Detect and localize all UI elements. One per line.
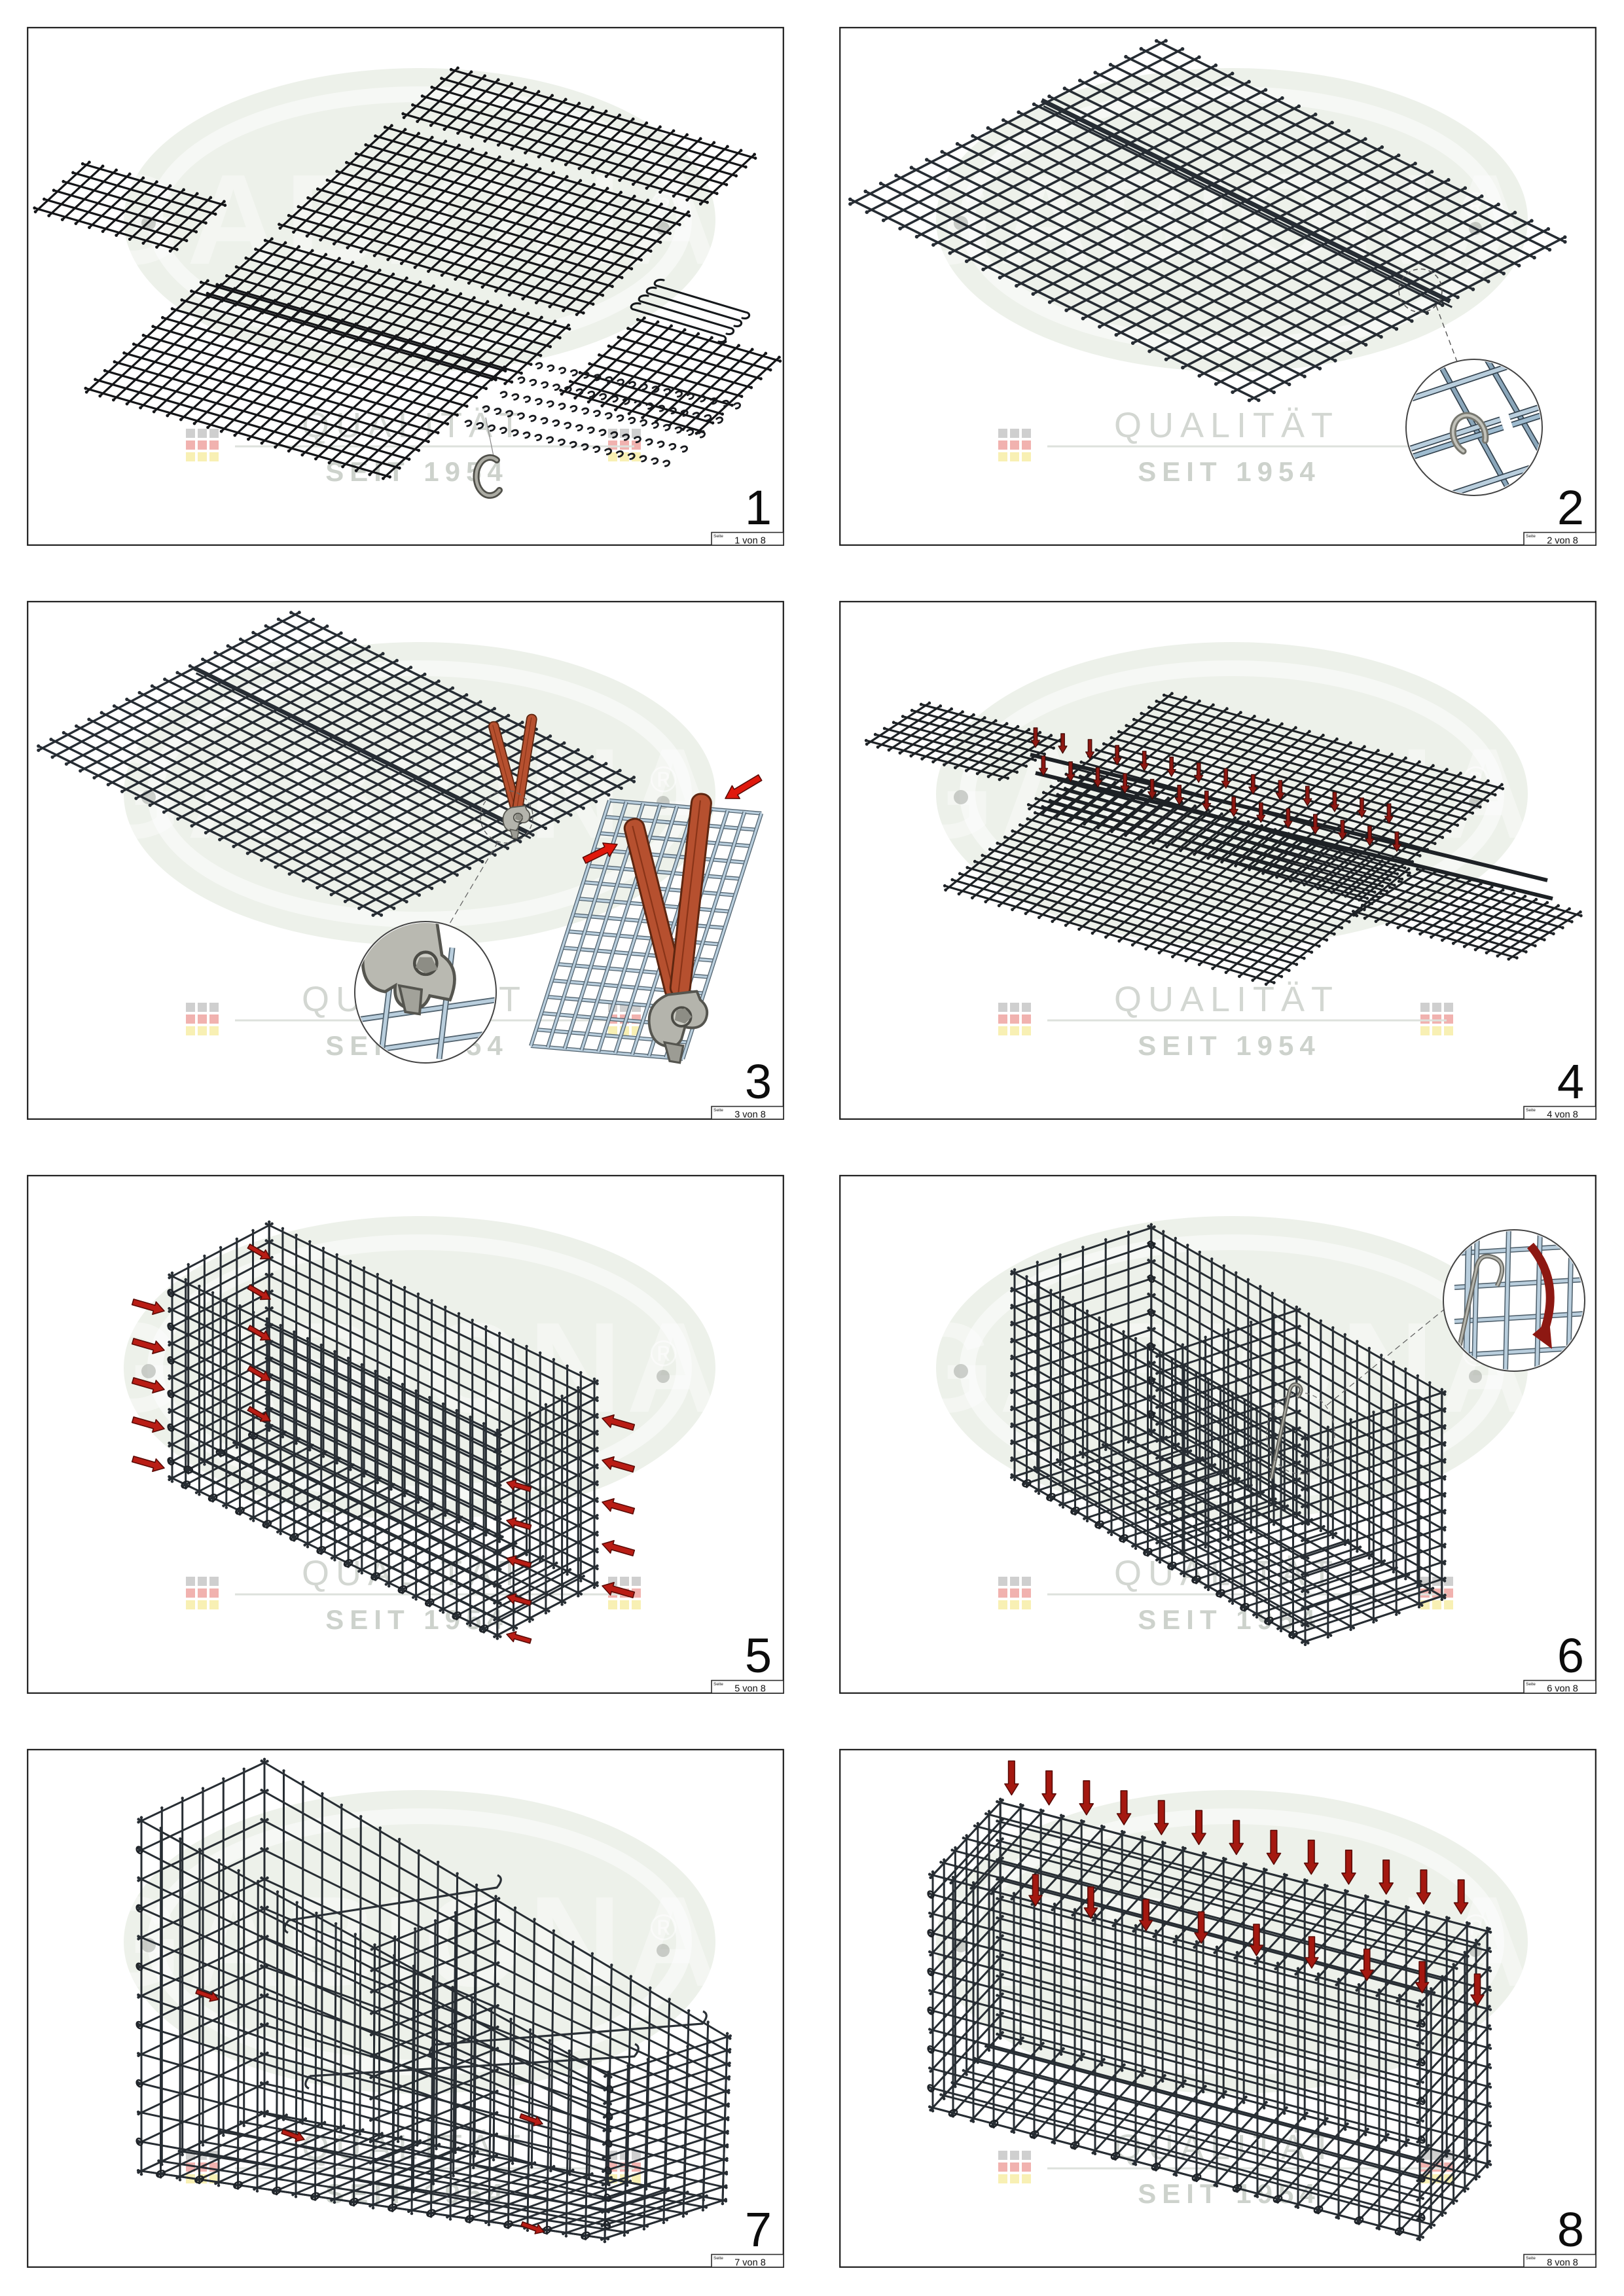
svg-text:5: 5 [745,1628,772,1683]
svg-text:7 von 8: 7 von 8 [734,2258,766,2269]
svg-text:7: 7 [745,2202,772,2257]
svg-text:Seite: Seite [1526,2256,1536,2261]
svg-text:8: 8 [1557,2202,1584,2257]
svg-text:5 von 8: 5 von 8 [734,1684,766,1695]
svg-text:1 von 8: 1 von 8 [734,536,766,547]
svg-text:4: 4 [1557,1054,1584,1109]
svg-text:6: 6 [1557,1628,1584,1683]
svg-text:6 von 8: 6 von 8 [1547,1684,1578,1695]
svg-text:8 von 8: 8 von 8 [1547,2258,1578,2269]
svg-text:1: 1 [745,480,772,535]
svg-text:Seite: Seite [713,534,723,539]
svg-text:Seite: Seite [1526,534,1536,539]
svg-text:Seite: Seite [713,1108,723,1113]
svg-text:2 von 8: 2 von 8 [1547,536,1578,547]
svg-text:Seite: Seite [1526,1682,1536,1687]
svg-text:4 von 8: 4 von 8 [1547,1110,1578,1121]
svg-text:Seite: Seite [713,1682,723,1687]
svg-text:3 von 8: 3 von 8 [734,1110,766,1121]
svg-text:Seite: Seite [713,2256,723,2261]
svg-text:3: 3 [745,1054,772,1109]
svg-text:Seite: Seite [1526,1108,1536,1113]
svg-text:2: 2 [1557,480,1584,535]
